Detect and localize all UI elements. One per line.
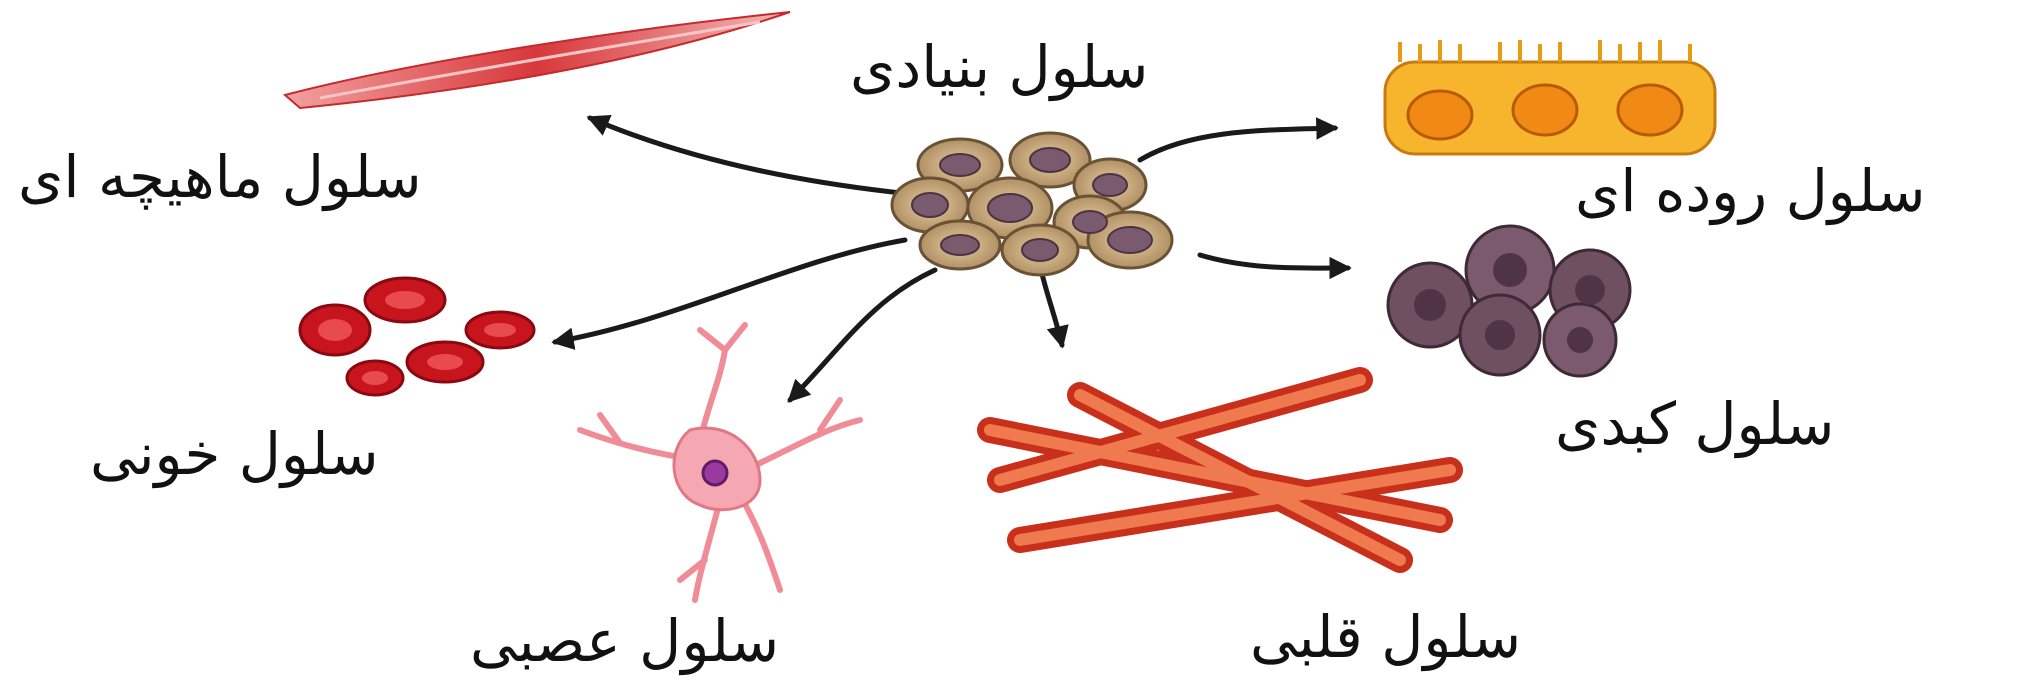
muscle-cell-label: سلول ماهیچه ای	[18, 148, 422, 206]
arrow-to-intestine	[1140, 128, 1335, 160]
blood-cell-label: سلول خونی	[90, 425, 379, 483]
cardiac-fibers-icon	[990, 380, 1450, 560]
liver-cells-icon	[1388, 226, 1630, 376]
intestinal-cell-label: سلول روده ای	[1575, 162, 1926, 220]
arrow-to-nerve	[790, 270, 935, 400]
arrow-to-blood	[555, 240, 905, 342]
stem-cell-label: سلول بنیادی	[850, 38, 1148, 96]
intestinal-cells-icon	[1385, 40, 1715, 154]
heart-cell-label: سلول قلبی	[1250, 608, 1521, 666]
nerve-cell-label: سلول عصبی	[470, 612, 779, 670]
arrow-to-heart	[1040, 265, 1062, 345]
neuron-icon	[580, 325, 860, 600]
red-blood-cells-icon	[300, 278, 534, 395]
muscle-fiber-icon	[285, 12, 790, 108]
stem-cell-cluster-icon	[892, 133, 1172, 275]
arrow-to-muscle	[590, 118, 920, 195]
liver-cell-label: سلول کبدی	[1555, 395, 1834, 453]
arrow-to-liver	[1200, 255, 1348, 268]
